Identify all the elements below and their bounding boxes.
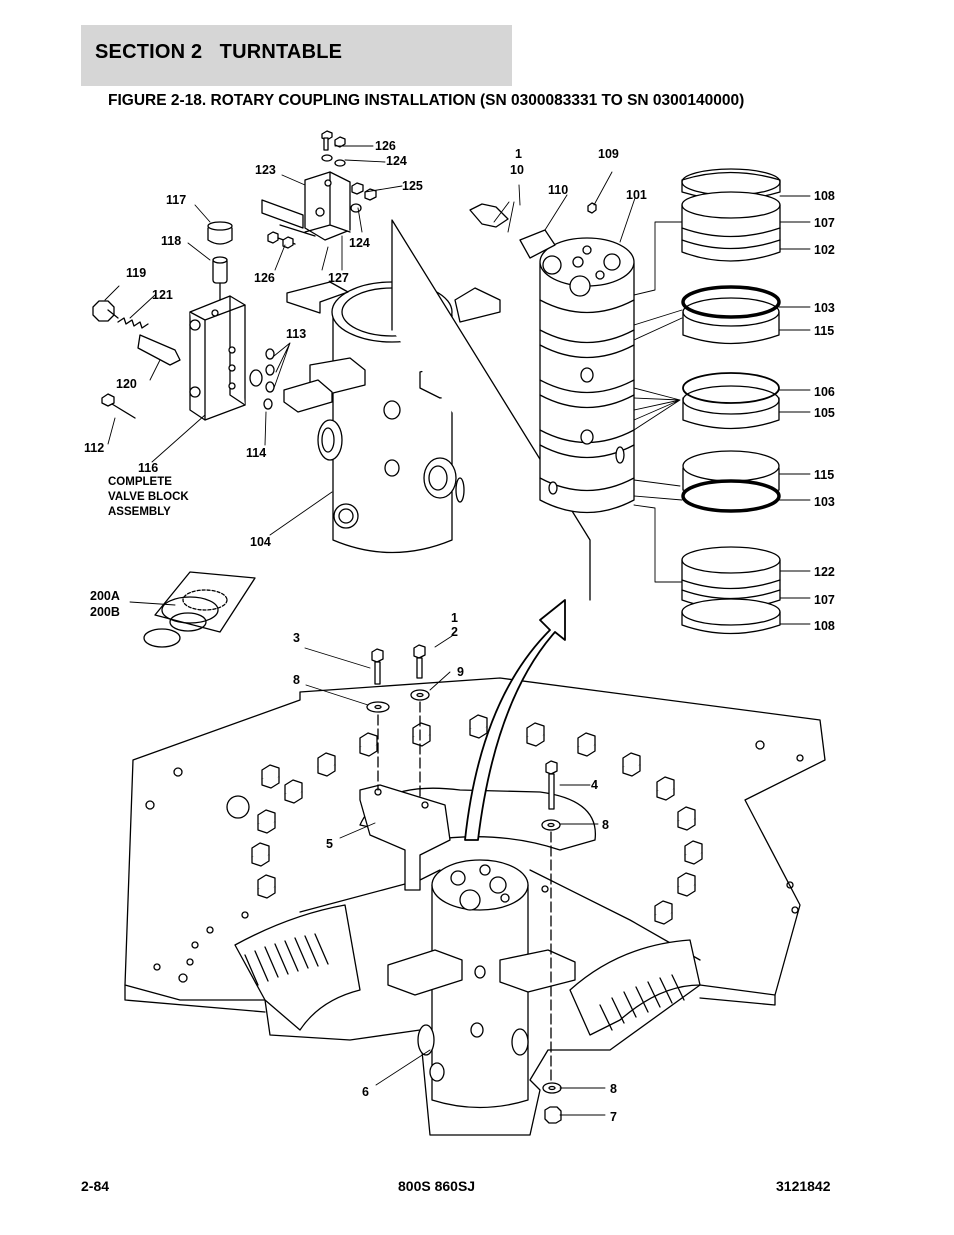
callout-123: 123 [255, 163, 276, 177]
callout-127: 127 [328, 271, 349, 285]
callout-126: 126 [254, 271, 275, 285]
callout-200a: 200A [90, 589, 120, 603]
callout-106: 106 [814, 385, 835, 399]
section-banner: SECTION 2 TURNTABLE [81, 25, 512, 86]
callout-104: 104 [250, 535, 271, 549]
valve-block-note-line2: VALVE BLOCK [108, 491, 189, 503]
callout-103: 103 [814, 301, 835, 315]
callout-103: 103 [814, 495, 835, 509]
callout-108: 108 [814, 619, 835, 633]
callout-1: 1 [515, 147, 522, 161]
callout-5: 5 [326, 837, 333, 851]
callout-109: 109 [598, 147, 619, 161]
seal-rings [681, 168, 781, 635]
valve-block-assembly [92, 221, 275, 421]
seal-kit [143, 571, 256, 648]
callout-116: 116 [138, 461, 158, 475]
callout-10: 10 [510, 163, 524, 177]
callout-118: 118 [161, 234, 181, 248]
model-number: 800S 860SJ [398, 1178, 476, 1194]
valve-block-note-line1: COMPLETE [108, 476, 172, 488]
document-number: 3121842 [776, 1178, 831, 1194]
install-direction-arrow [464, 599, 566, 841]
callout-4: 4 [591, 778, 598, 792]
callout-120: 120 [116, 377, 137, 391]
callout-2: 2 [451, 625, 458, 639]
callout-8: 8 [610, 1082, 617, 1096]
callout-200b: 200B [90, 605, 120, 619]
callout-122: 122 [814, 565, 835, 579]
callout-105: 105 [814, 406, 835, 420]
callout-115: 115 [814, 324, 834, 338]
callout-115: 115 [814, 468, 834, 482]
callout-112: 112 [84, 441, 104, 455]
callout-113: 113 [286, 327, 306, 341]
rotary-coupling [469, 202, 635, 514]
callout-110: 110 [548, 183, 568, 197]
callout-125: 125 [402, 179, 423, 193]
mounting-hardware [366, 644, 562, 1124]
callout-121: 121 [152, 288, 173, 302]
leader-lines [104, 145, 811, 1116]
callout-8: 8 [293, 673, 300, 687]
callout-107: 107 [814, 216, 835, 230]
callout-101: 101 [626, 188, 647, 202]
callout-107: 107 [814, 593, 835, 607]
page-number: 2-84 [81, 1178, 110, 1194]
swivel-housing [283, 219, 591, 601]
callout-9: 9 [457, 665, 464, 679]
callout-117: 117 [166, 193, 186, 207]
callout-6: 6 [362, 1085, 369, 1099]
valve-block-note-line3: ASSEMBLY [108, 506, 171, 518]
callout-labels: 126 124 123 125 124 126 127 117 118 119 … [84, 139, 835, 1124]
figure-title: FIGURE 2-18. ROTARY COUPLING INSTALLATIO… [108, 92, 745, 109]
callout-124: 124 [349, 236, 370, 250]
mounting-bracket [261, 130, 377, 249]
section-title: SECTION 2 TURNTABLE [95, 41, 343, 63]
callout-126: 126 [375, 139, 396, 153]
callout-114: 114 [246, 446, 266, 460]
callout-124: 124 [386, 154, 407, 168]
callout-8: 8 [602, 818, 609, 832]
callout-108: 108 [814, 189, 835, 203]
callout-7: 7 [610, 1110, 617, 1124]
callout-1: 1 [451, 611, 458, 625]
callout-3: 3 [293, 631, 300, 645]
callout-102: 102 [814, 243, 835, 257]
installed-rotary-coupling [359, 784, 576, 1109]
callout-119: 119 [126, 266, 146, 280]
